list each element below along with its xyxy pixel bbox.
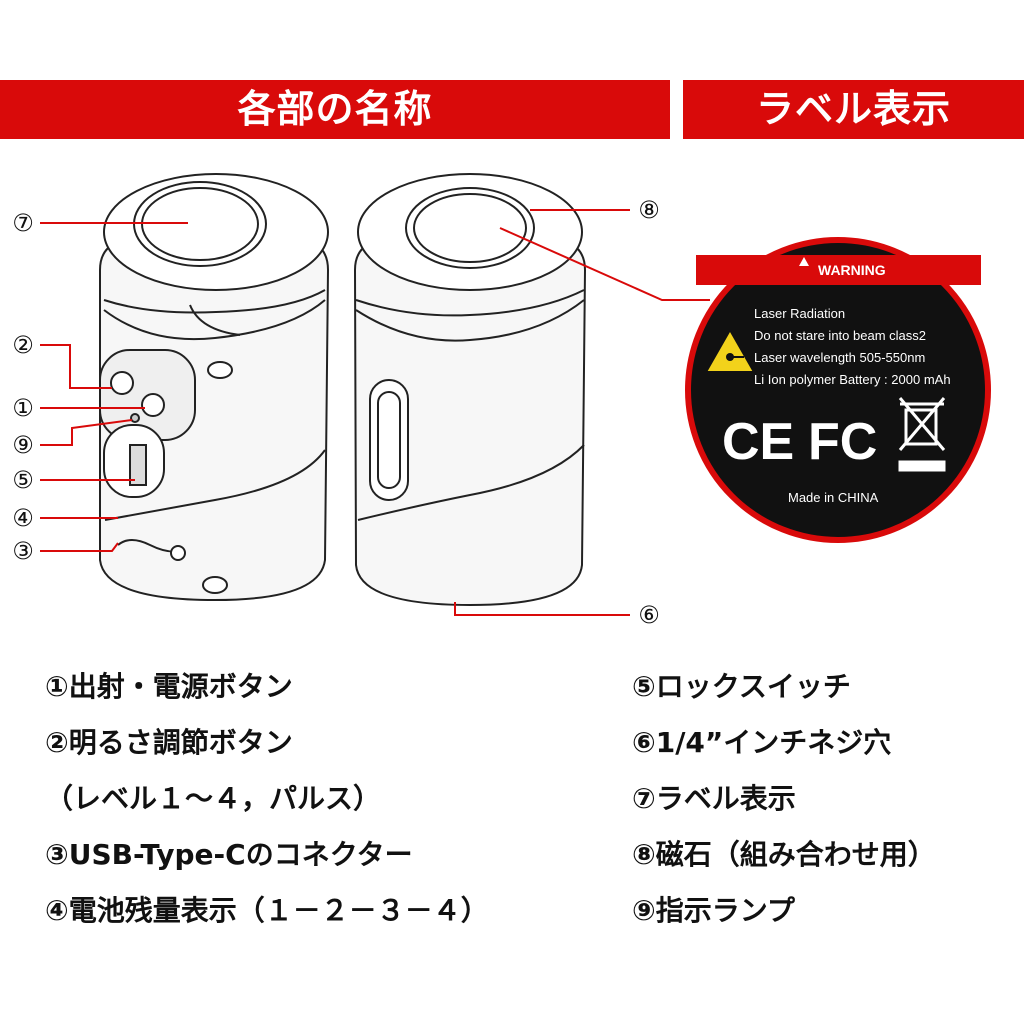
callout-1: ① (12, 394, 34, 422)
label-line-3: Laser wavelength 505-550nm (754, 350, 926, 365)
callout-7: ⑦ (12, 209, 34, 237)
legend-item-8: ⑧磁石（組み合わせ用） (632, 838, 936, 871)
legend-item-2: ②明るさ調節ボタン (45, 726, 293, 759)
legend-item-1: ①出射・電源ボタン (45, 670, 293, 703)
leader-lines (40, 209, 710, 616)
fcc-mark: FC (808, 413, 878, 471)
label-line-2: Do not stare into beam class2 (754, 328, 926, 343)
legend-item-3: ③USB-Type-Cのコネクター (45, 838, 413, 871)
callout-3: ③ (12, 537, 34, 565)
product-diagram (40, 173, 991, 616)
section-title-label: ラベル表示 (683, 80, 1024, 139)
legend-item-5: ⑤ロックスイッチ (632, 670, 851, 703)
label-warning: WARNING (818, 262, 886, 278)
legend-item-9: ⑨指示ランプ (632, 894, 795, 927)
section-title-parts: 各部の名称 (0, 80, 670, 139)
callout-8: ⑧ (638, 196, 660, 224)
device-back (353, 173, 587, 607)
weee-bin-icon (898, 397, 946, 472)
legend-item-6: ⑥1/4”インチネジ穴 (632, 726, 892, 759)
callout-2: ② (12, 331, 34, 359)
legend-item-7: ⑦ラベル表示 (632, 782, 796, 815)
label-made-in: Made in CHINA (788, 490, 879, 505)
label-line-1: Laser Radiation (754, 306, 846, 321)
device-front (99, 173, 330, 602)
callout-6: ⑥ (638, 601, 660, 629)
warning-label (685, 237, 991, 543)
legend-item-2-detail: （レベル１～４，パルス） (45, 782, 382, 815)
legend-item-4: ④電池残量表示（１－２－３－４） (45, 894, 489, 927)
callout-4: ④ (12, 504, 34, 532)
callout-9: ⑨ (12, 431, 34, 459)
label-line-4: Li Ion polymer Battery : 2000 mAh (754, 372, 951, 387)
ce-mark: CE (722, 413, 795, 471)
callout-5: ⑤ (12, 466, 34, 494)
